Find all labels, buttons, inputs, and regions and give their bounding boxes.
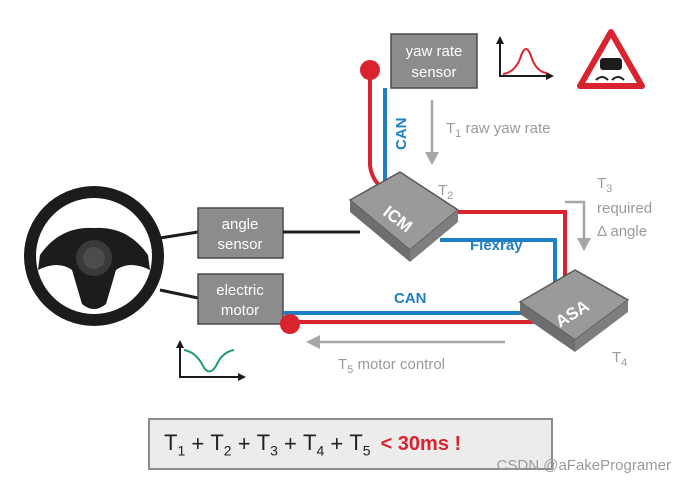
yaw-rate-sensor-box: yaw rate sensor	[390, 33, 478, 89]
signal-start-dot	[360, 60, 380, 80]
electric-motor-label-1: electric	[216, 282, 264, 299]
t3-label-1: T3	[597, 175, 612, 195]
signal-end-dot	[280, 314, 300, 334]
formula-term-t1: T1	[164, 429, 186, 459]
yaw-rate-graph-icon	[496, 36, 554, 80]
t5-label: T5 motor control	[338, 356, 445, 376]
t1-arrow	[425, 100, 439, 165]
formula-plus-2: +	[231, 431, 257, 456]
angle-sensor-box: angle sensor	[197, 207, 284, 259]
t3-label-3: Δ angle	[597, 223, 647, 240]
t2-label: T2	[438, 182, 453, 202]
electric-motor-box: electric motor	[197, 273, 284, 325]
watermark: CSDN @aFakeProgramer	[496, 457, 671, 474]
t4-label: T4	[612, 349, 627, 369]
formula-plus-1: +	[185, 431, 211, 456]
yaw-rate-sensor-label-1: yaw rate	[406, 43, 463, 60]
t3-label-2: required	[597, 200, 652, 217]
flexray-wire	[440, 238, 557, 282]
formula-term-t4: T4	[302, 429, 325, 459]
motor-response-graph-icon	[176, 340, 246, 381]
yaw-rate-sensor-label-2: sensor	[411, 64, 456, 81]
timing-formula-box: T1 + T2 + T3 + T4 + T5 < 30ms !	[148, 418, 553, 470]
angle-sensor-label-2: sensor	[217, 236, 262, 253]
skid-warning-sign-icon	[577, 29, 645, 89]
formula-limit: < 30ms !	[380, 432, 462, 455]
t5-arrow	[306, 335, 505, 349]
asa-ecu-unit: ASA	[518, 269, 630, 352]
angle-sensor-label-1: angle	[222, 216, 259, 233]
formula-term-t3: T3	[256, 429, 278, 459]
can-label-vertical: CAN	[393, 118, 410, 151]
motor-shaft	[159, 288, 199, 300]
formula-term-t2: T2	[210, 429, 232, 459]
icm-ecu-unit: ICM	[348, 171, 460, 262]
flexray-label: Flexray	[470, 237, 523, 254]
steering-wheel-icon	[24, 186, 164, 326]
t3-arrow	[565, 200, 591, 251]
formula-term-t5: T5	[349, 429, 371, 459]
angle-sensor-shaft	[159, 230, 199, 240]
formula-plus-4: +	[324, 431, 350, 456]
electric-motor-label-2: motor	[221, 302, 259, 319]
formula-plus-3: +	[277, 431, 303, 456]
t1-label: T1 raw yaw rate	[446, 120, 551, 140]
can-label-bottom: CAN	[394, 290, 427, 307]
